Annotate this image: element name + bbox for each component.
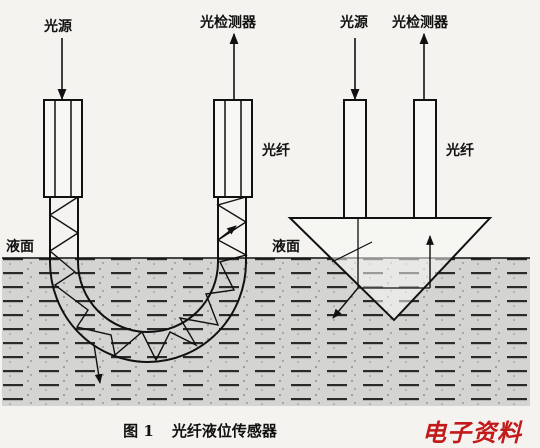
right-input-fiber <box>343 99 367 219</box>
figure-caption: 图 1 光纤液位传感器 <box>0 420 400 441</box>
liquid-surface-label-left: 液面 <box>6 239 34 255</box>
u-shaped-fiber <box>48 196 248 384</box>
fiber-label-left: 光纤 <box>262 143 290 159</box>
watermark-logo: 电子资料 <box>422 418 522 447</box>
fiber-label-right: 光纤 <box>446 143 474 159</box>
prism <box>287 217 493 322</box>
light-source-label-right: 光源 <box>340 15 368 31</box>
liquid-region <box>2 258 530 406</box>
figure-title: 光纤液位传感器 <box>171 422 277 440</box>
left-output-block <box>213 99 253 198</box>
figure-number: 图 1 <box>123 422 154 440</box>
detector-label-left: 光检测器 <box>200 15 256 31</box>
liquid-surface-label-right: 液面 <box>272 239 300 255</box>
light-source-label-left: 光源 <box>44 19 72 35</box>
left-input-block <box>43 99 83 198</box>
right-output-fiber <box>413 99 437 219</box>
detector-label-right: 光检测器 <box>392 15 448 31</box>
